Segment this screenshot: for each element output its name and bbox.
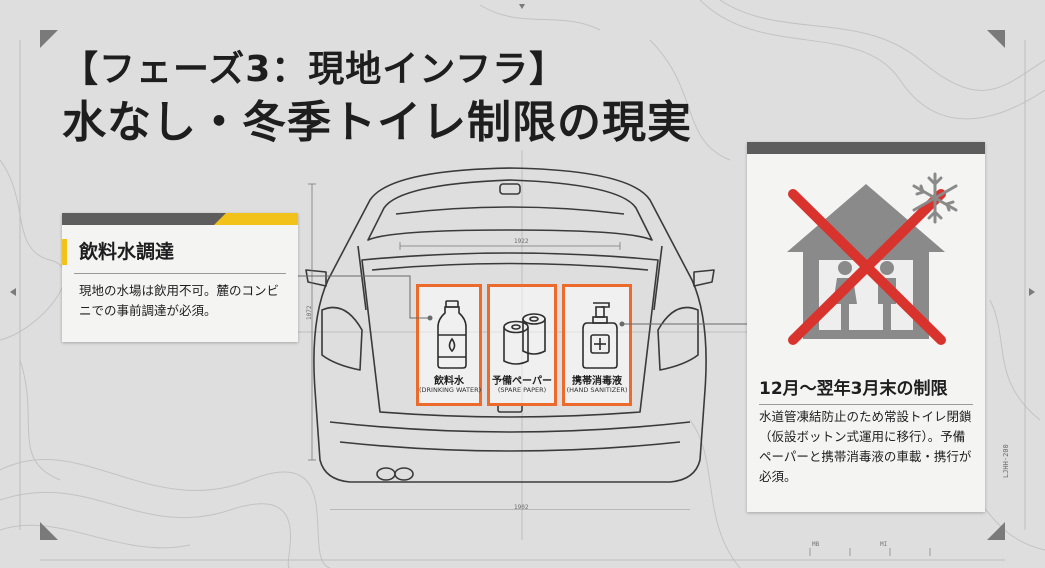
tick-left-label: MB [812,541,820,548]
water-card-title: 飲料水調達 [62,239,174,265]
card-header-bar [747,142,985,154]
sanitizer-icon [582,302,618,369]
trunk-item-label: 予備ペーパー [492,376,552,387]
trunk-item-label: 飲料水 [434,376,464,387]
snowflake-icon [912,172,958,224]
dimension-top: 1922 [514,238,529,245]
serial-code: LJHH-200 [1002,444,1010,478]
dimension-side: 1072 [306,305,313,320]
card-header-bar [62,213,298,225]
water-card-body: 現地の水場は飲用不可。麓のコンビニでの事前調達が必須。 [79,283,280,318]
winter-card-title: 12月〜翌年3月末の制限 [759,379,948,399]
trunk-item-sublabel: (SPARE PAPER) [497,386,547,394]
page-title: 水なし・冬季トイレ制限の現実 [62,97,692,148]
divider [74,273,286,274]
trunk-item-label: 携帯消毒液 [572,376,622,387]
divider [759,404,973,405]
prohibited-cross-icon [788,189,946,345]
winter-restriction-card: 12月〜翌年3月末の制限 水道管凍結防止のため常設トイレ閉鎖（仮設ボットン式運用… [747,142,985,512]
closed-toilet-illustration [787,172,958,345]
water-procurement-card: 飲料水調達 現地の水場は飲用不可。麓のコンビニでの事前調達が必須。 [62,213,298,342]
winter-card-body: 水道管凍結防止のため常設トイレ閉鎖（仮設ボットン式運用に移行）。予備ペーパーと携… [759,409,972,484]
trunk-item-sublabel: (DRINKING WATER) [419,386,482,394]
header-accent-stripe [214,213,298,225]
trunk-item-drinking-water: 飲料水 (DRINKING WATER) [416,284,482,406]
trunk-item-hand-sanitizer: 携帯消毒液 (HAND SANITIZER) [562,284,632,406]
trunk-item-spare-paper: 予備ペーパー (SPARE PAPER) [487,284,557,406]
trunk-item-sublabel: (HAND SANITIZER) [566,386,628,394]
phase-title: 【フェーズ3：現地インフラ】 [62,49,567,90]
tick-right-label: MI [880,541,888,548]
dimension-bottom: 1902 [514,504,529,511]
toilet-paper-icon [503,313,546,365]
water-bottle-icon [437,300,467,369]
